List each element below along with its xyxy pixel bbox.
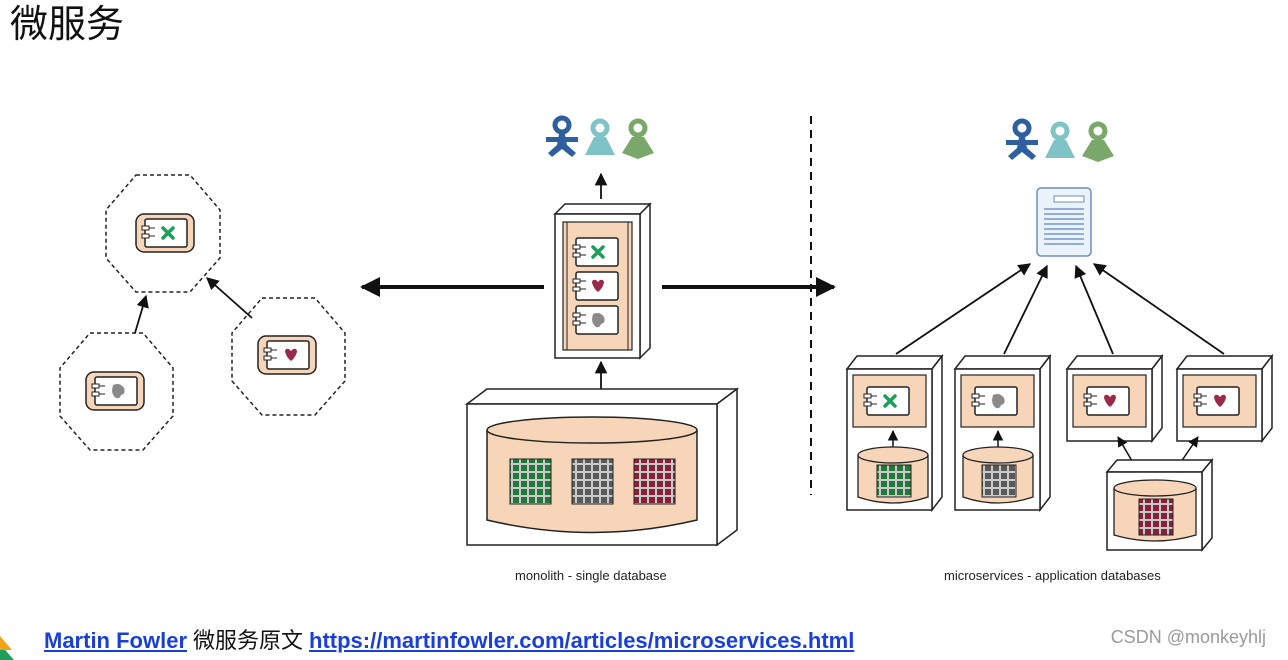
corner-decoration: [0, 636, 14, 660]
octagon-service-top: [105, 174, 221, 293]
caption-monolith: monolith - single database: [515, 568, 667, 583]
shared-database: [1105, 457, 1214, 553]
octagon-service-right: [231, 297, 346, 416]
monolith-database: [464, 387, 740, 547]
document-page: [1036, 187, 1092, 257]
microservice-4: [1175, 353, 1274, 444]
microservices-users: [1006, 121, 1114, 162]
microservice-1: [845, 353, 944, 513]
watermark: CSDN @monkeyhlj: [1110, 627, 1266, 647]
microservice-2: [953, 353, 1052, 513]
microservice-3: [1065, 353, 1164, 444]
monolith-server: [553, 202, 652, 360]
monolith-users: [546, 118, 654, 159]
author-link[interactable]: Martin Fowler: [44, 628, 188, 653]
arrow-left-to-top: [134, 294, 149, 334]
page-title: 微服务: [10, 2, 125, 46]
article-url-link[interactable]: https://martinfowler.com/articles/micros…: [309, 628, 855, 653]
arrow-right-to-top: [206, 277, 253, 319]
octagon-service-left: [59, 332, 174, 451]
caption-microservices: microservices - application databases: [944, 568, 1161, 583]
footer-middle-text: 微服务原文: [193, 629, 304, 654]
